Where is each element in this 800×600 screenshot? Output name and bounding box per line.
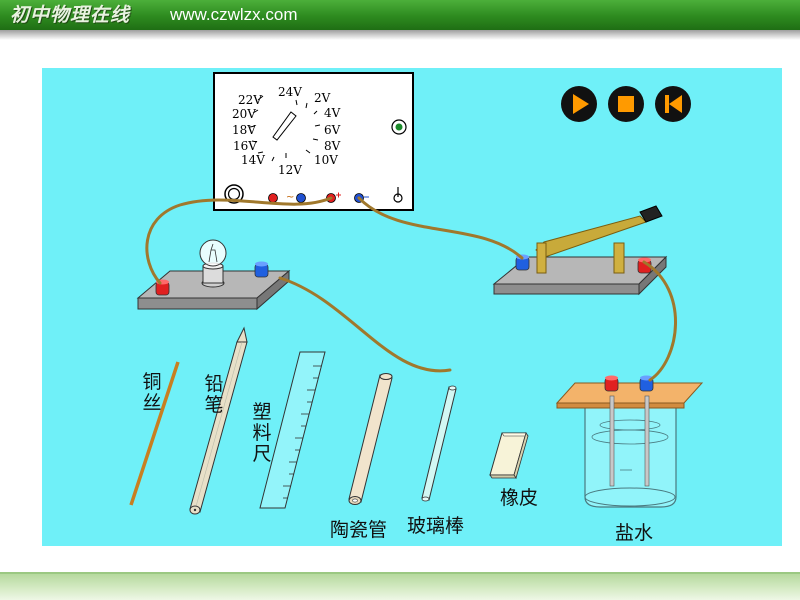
bulb-board: [136, 239, 291, 311]
eraser[interactable]: [489, 432, 529, 479]
rewind-button[interactable]: [655, 86, 691, 122]
label-glass-rod: 玻璃棒: [407, 515, 465, 537]
stop-button[interactable]: [608, 86, 644, 122]
footer-divider: [0, 572, 800, 574]
glass-rod[interactable]: [421, 385, 457, 502]
ac-terminal-red: [268, 193, 278, 203]
label-plastic-ruler: 塑料尺: [252, 401, 272, 465]
stop-icon: [618, 96, 634, 112]
beaker-salt-water: [555, 375, 704, 508]
dial-label-4v: 4V: [324, 106, 341, 120]
dial-label-20v: 20V: [232, 107, 256, 121]
light-bulb-icon: [199, 239, 227, 267]
footer-bar: [0, 574, 800, 600]
dial-label-12v: 12V: [278, 163, 302, 177]
dial-label-18v: 18V: [232, 123, 256, 137]
dial-label-24v: 24V: [278, 85, 302, 99]
ceramic-tube[interactable]: [348, 373, 393, 505]
pencil[interactable]: [189, 326, 248, 515]
svg-text:~: ~: [286, 192, 294, 203]
dial-label-6v: 6V: [324, 123, 341, 137]
play-icon: [573, 94, 589, 114]
label-salt-water: 盐水: [615, 522, 654, 544]
play-button[interactable]: [561, 86, 597, 122]
site-url[interactable]: www.czwlzx.com: [170, 5, 298, 24]
header-shadow: [0, 30, 800, 40]
label-ceramic-tube: 陶瓷管: [330, 519, 388, 541]
site-title: 初中物理在线: [10, 4, 131, 26]
skip-back-icon: [665, 95, 682, 113]
dial-label-10v: 10V: [314, 153, 338, 167]
circuit-wires[interactable]: [145, 196, 677, 382]
label-copper-wire: 铜丝: [142, 371, 162, 414]
plastic-ruler[interactable]: [259, 351, 326, 509]
dial-label-8v: 8V: [324, 139, 341, 153]
power-supply: ~: [213, 72, 414, 211]
dial-label-22v: 22V: [238, 93, 262, 107]
label-pencil: 铅笔: [204, 373, 224, 416]
dial-label-14v: 14V: [241, 153, 265, 167]
dial-label-16v: 16V: [233, 139, 257, 153]
header-bar: [0, 0, 800, 30]
ac-terminal-blue: [296, 193, 306, 203]
copper-wire[interactable]: [129, 361, 180, 506]
knife-switch[interactable]: [492, 205, 668, 296]
label-eraser: 橡皮: [500, 487, 539, 509]
dial-label-2v: 2V: [314, 91, 331, 105]
